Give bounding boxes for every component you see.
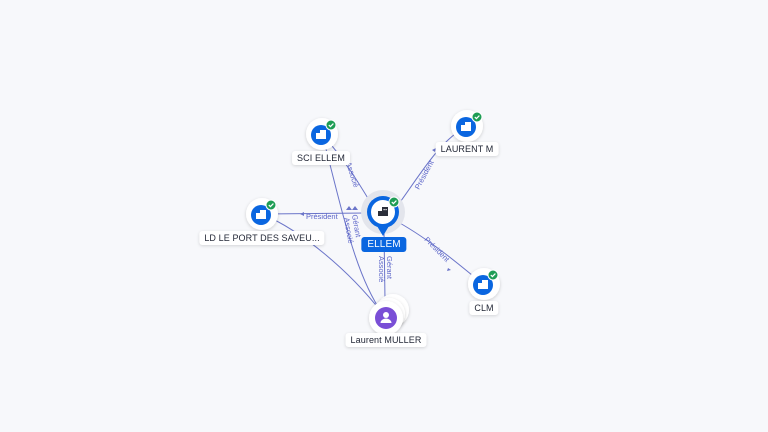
label-laurent-muller: Laurent MULLER [345,333,427,347]
building-icon [316,130,326,139]
verified-icon [487,269,499,281]
node-sci-ellem[interactable] [306,118,338,150]
building-icon [461,122,471,131]
edge-label-gerant-1: Gérant [350,214,363,239]
label-sci-ellem: SCI ELLEM [292,151,350,165]
edge-label-president-laurent-m: Président [413,158,436,191]
edge-ellem-ld-port[interactable] [263,212,367,215]
node-ld-port[interactable] [246,198,278,230]
edge-label-president-ld-port: Président [306,212,339,221]
person-icon [380,312,392,323]
label-clm: CLM [469,301,499,315]
label-laurent-m: LAURENT M [435,142,499,156]
node-laurent-m[interactable] [451,110,483,142]
edge-label-associe-1: Associé [342,217,355,244]
verified-icon [471,111,483,123]
edge-label-president-clm: Président [423,235,452,264]
building-icon [478,280,488,289]
building-icon [256,210,266,219]
verified-icon [388,196,400,208]
verified-icon [325,119,337,131]
edge-label-associe-2: Associé [377,256,386,282]
node-clm[interactable] [468,268,500,300]
building-icon [378,207,388,216]
node-ellem[interactable] [361,190,405,236]
edge-label-gerant-2: Gérant [385,256,394,280]
verified-icon [265,199,277,211]
node-laurent-muller[interactable] [369,294,409,335]
label-ellem: ELLEM [361,237,407,252]
edge-ld-port-muller[interactable] [261,213,387,319]
label-ld-port: LD LE PORT DES SAVEU... [199,231,325,245]
edge-label-associe-sci: Associé [344,161,361,189]
edge-arrows [300,148,451,271]
